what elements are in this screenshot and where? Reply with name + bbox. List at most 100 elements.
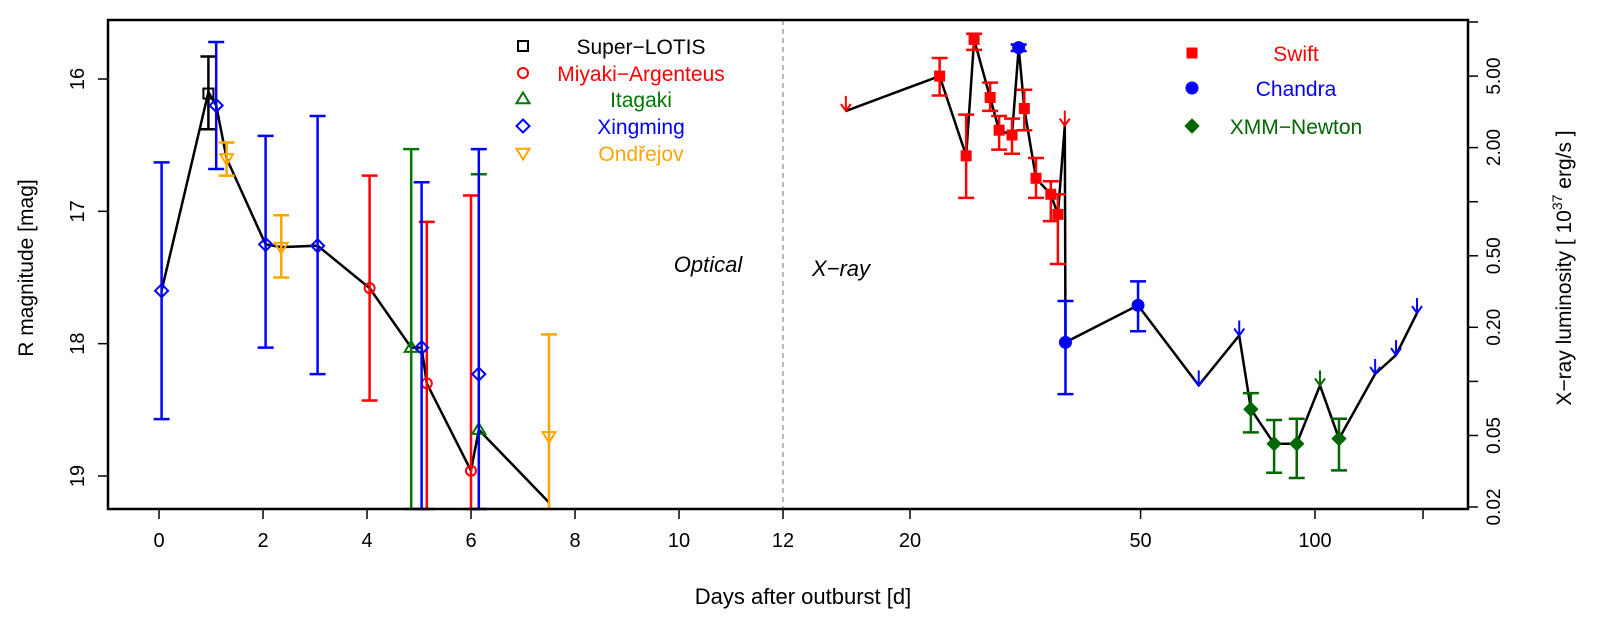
y-tick-label-left-1: 17	[67, 200, 89, 222]
optical-point-1-2	[465, 464, 477, 477]
xray-point-1-0	[1012, 41, 1026, 55]
optical-errorbar-4-0	[218, 141, 235, 177]
x-tick-label-optical-5: 10	[668, 530, 690, 552]
x-tick-label-optical-1: 2	[257, 530, 268, 552]
legend-optical-label-3: Xingming	[597, 116, 685, 139]
legend-optical-marker-0	[517, 40, 529, 52]
legend-xray-label-1: Chandra	[1256, 78, 1337, 101]
y-tick-label-right-2: 0.20	[1484, 309, 1505, 346]
xray-point-0-6	[1018, 103, 1030, 115]
xray-point-1-1	[1058, 335, 1072, 349]
y-tick-label-right-5: 5.00	[1484, 58, 1505, 95]
legend-xray-item-0: Swift	[1186, 43, 1319, 66]
optical-point-3-5	[470, 366, 487, 383]
legend-xray-marker-2	[1184, 118, 1200, 134]
legend-optical-marker-4	[514, 147, 532, 162]
legend-optical-item-0: Super−LOTIS	[517, 36, 706, 59]
xray-upper-limit-0-0-head	[840, 103, 852, 113]
xray-upper-limit-1-2-head	[1369, 366, 1381, 376]
optical-series-1	[361, 174, 479, 511]
legend-xray-marker-0	[1186, 47, 1198, 59]
panel-label-xray: X−ray	[811, 256, 872, 281]
y-axis-title-left: R magnitude [mag]	[15, 179, 38, 356]
x-tick-label-optical-0: 0	[153, 530, 164, 552]
legend-optical-item-2: Itagaki	[514, 89, 672, 112]
xray-point-0-0	[934, 70, 946, 82]
plot-area	[153, 20, 1423, 511]
xray-upper-limit-1-3	[1390, 340, 1402, 357]
xray-upper-limit-1-0-head	[1192, 377, 1205, 388]
optical-point-3-4	[413, 339, 430, 356]
x-tick-label-optical-6: 12	[772, 530, 794, 552]
optical-errorbar-1-0	[361, 174, 378, 402]
xray-point-2-1	[1266, 436, 1282, 452]
optical-errorbar-3-2	[257, 134, 274, 349]
y-tick-label-left-3: 19	[67, 465, 89, 487]
y-tick-label-right-0: 0.02	[1484, 489, 1505, 526]
legend-optical-item-4: Ondřejov	[514, 143, 684, 166]
y-tick-label-right-4: 2.00	[1484, 129, 1505, 166]
xray-upper-limit-1-3-head	[1390, 347, 1402, 357]
legend-optical-marker-3	[515, 118, 531, 134]
legend-xray-item-1: Chandra	[1185, 78, 1337, 101]
legend-optical-label-0: Super−LOTIS	[577, 36, 706, 59]
xray-upper-limit-2-0	[1314, 370, 1326, 388]
y-tick-label-left-2: 18	[67, 333, 89, 355]
xray-point-0-5	[1006, 129, 1018, 141]
optical-panel	[153, 40, 558, 511]
legend-xray-marker-1	[1185, 81, 1199, 95]
x-tick-label-optical-2: 4	[361, 530, 372, 552]
y-tick-label-right-1: 0.05	[1484, 417, 1505, 454]
legend-optical-label-4: Ondřejov	[598, 143, 684, 166]
optical-point-3-0	[153, 282, 170, 299]
y-axis-title-right: X−ray luminosity [ 1037 erg/s ]	[1549, 130, 1576, 405]
x-tick-label-xray-2: 100	[1298, 530, 1331, 552]
xray-point-1-2	[1131, 298, 1145, 312]
y-tick-label-right-3: 0.50	[1484, 237, 1505, 274]
legend-optical-marker-2	[514, 90, 532, 105]
legend-xray-item-2: XMM−Newton	[1184, 116, 1362, 139]
xray-point-0-7	[1030, 172, 1042, 184]
xray-point-0-2	[968, 33, 980, 45]
xray-upper-limit-0-1	[1058, 110, 1071, 128]
optical-errorbar-3-1	[208, 40, 225, 171]
xray-upper-limit-1-0	[1192, 370, 1205, 388]
xray-errorbar-0-8	[1042, 179, 1059, 223]
xray-upper-limit-0-0	[840, 95, 852, 113]
xray-point-0-9	[1052, 208, 1064, 220]
xray-upper-limit-1-2	[1369, 358, 1381, 376]
optical-errorbar-3-3	[309, 114, 326, 376]
legend-optical-marker-1	[517, 67, 529, 79]
optical-point-3-1	[208, 97, 225, 114]
xray-series-2	[1242, 370, 1347, 480]
optical-series-0	[200, 55, 217, 131]
xray-upper-limit-1-4	[1411, 298, 1423, 315]
legends: Super−LOTISMiyaki−ArgenteusItagakiXingmi…	[514, 36, 1362, 166]
xray-upper-limit-1-1-head	[1233, 327, 1246, 338]
y-axis-title-right-prefix: X−ray luminosity [ 10	[1553, 210, 1576, 406]
legend-optical-label-2: Itagaki	[610, 89, 672, 112]
optical-point-4-0	[218, 153, 235, 167]
legend-optical-item-3: Xingming	[515, 116, 685, 139]
x-tick-label-xray-1: 50	[1129, 530, 1151, 552]
x-tick-label-optical-3: 6	[465, 530, 476, 552]
xray-point-2-3	[1331, 430, 1347, 447]
optical-point-3-3	[309, 237, 326, 254]
x-axis-title: Days after outburst [d]	[695, 584, 911, 609]
legend-xray-label-0: Swift	[1273, 43, 1319, 66]
xray-series-1	[1010, 41, 1423, 396]
xray-upper-limit-0-1-head	[1058, 118, 1071, 128]
optical-point-1-0	[363, 282, 376, 295]
xray-point-0-3	[984, 92, 996, 104]
optical-point-0-0	[202, 87, 215, 100]
xray-point-0-1	[960, 150, 972, 162]
optical-series-3	[153, 40, 487, 511]
optical-point-4-1	[272, 241, 290, 256]
optical-point-4-2	[540, 431, 558, 445]
legend-xray-label-2: XMM−Newton	[1230, 116, 1362, 139]
y-axis-title-right-exponent: 37	[1549, 194, 1565, 210]
y-tick-label-left-0: 16	[67, 68, 89, 90]
